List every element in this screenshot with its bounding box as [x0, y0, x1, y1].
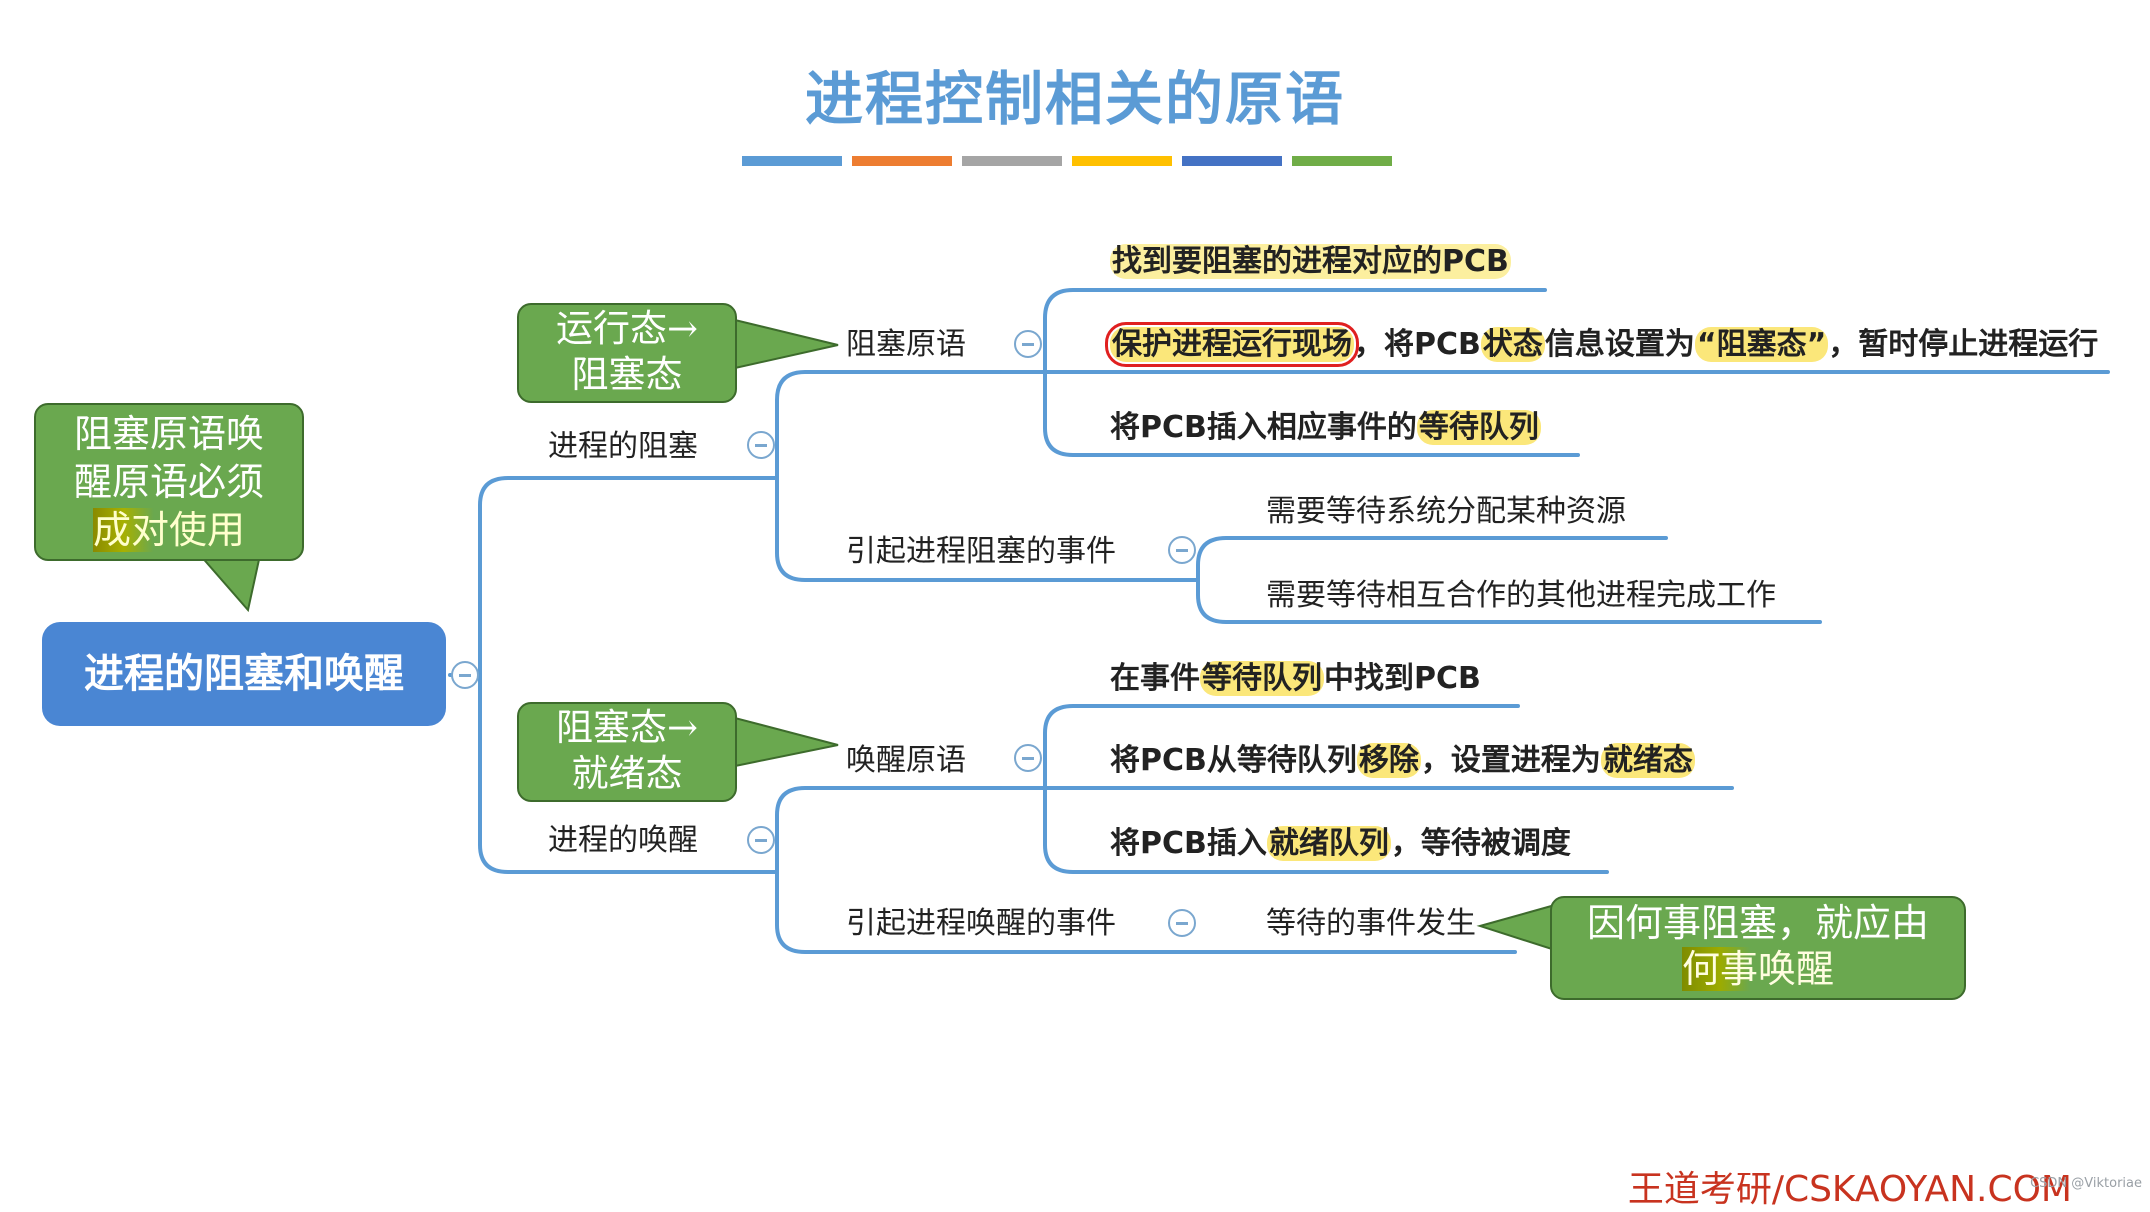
color-bar-6	[1292, 156, 1392, 166]
page-title: 进程控制相关的原语	[804, 65, 1345, 133]
block-step-3[interactable]: 将PCB插入相应事件的等待队列	[1110, 410, 1541, 445]
block-state-text: 运行态→ 阻塞态	[555, 307, 698, 396]
wake-collapse-icon[interactable]	[747, 826, 775, 854]
protect-context-highlight: 保护进程运行现场	[1105, 322, 1359, 367]
wake-step-1[interactable]: 在事件等待队列中找到PCB	[1110, 661, 1481, 696]
block-events-collapse-icon[interactable]	[1168, 536, 1196, 564]
wake-state-bubble	[517, 702, 737, 802]
color-bar-4	[1072, 156, 1172, 166]
block-step-2[interactable]: 保护进程运行现场，将PCB状态信息设置为“阻塞态”，暂时停止进程运行	[1105, 322, 2099, 367]
wake-step-2[interactable]: 将PCB从等待队列移除，设置进程为就绪态	[1110, 743, 1695, 778]
watermark-small: CSDN @Viktoriae	[2030, 1176, 2142, 1191]
color-bar-1	[742, 156, 842, 166]
block-event-2[interactable]: 需要等待相互合作的其他进程完成工作	[1266, 578, 1776, 613]
watermark: 王道考研/CSKAOYAN.COM	[1627, 1169, 2072, 1210]
wake-primitive[interactable]: 唤醒原语	[846, 743, 966, 778]
event-note-text: 因何事阻塞，就应由 何事唤醒	[1586, 901, 1929, 991]
branch-block[interactable]: 进程的阻塞	[548, 429, 698, 464]
block-events[interactable]: 引起进程阻塞的事件	[846, 534, 1116, 569]
wake-events-collapse-icon[interactable]	[1168, 909, 1196, 937]
block-state-bubble	[517, 303, 737, 403]
block-step-1[interactable]: 找到要阻塞的进程对应的PCB	[1110, 244, 1511, 279]
wake-state-text: 阻塞态→ 就绪态	[555, 706, 698, 795]
branch-wake[interactable]: 进程的唤醒	[548, 823, 698, 858]
block-primitive[interactable]: 阻塞原语	[846, 327, 966, 362]
color-bar-3	[962, 156, 1062, 166]
root-collapse-icon[interactable]	[451, 661, 479, 689]
root-node[interactable]: 进程的阻塞和唤醒	[42, 622, 446, 726]
wake-primitive-collapse-icon[interactable]	[1014, 744, 1042, 772]
color-bar-2	[852, 156, 952, 166]
block-event-1[interactable]: 需要等待系统分配某种资源	[1266, 494, 1626, 529]
pair-note-text: 阻塞原语唤 醒原语必须 成对使用	[73, 412, 264, 552]
block-collapse-icon[interactable]	[747, 431, 775, 459]
wake-events[interactable]: 引起进程唤醒的事件	[846, 906, 1116, 941]
color-bar-5	[1182, 156, 1282, 166]
wake-step-3[interactable]: 将PCB插入就绪队列，等待被调度	[1110, 826, 1571, 861]
wake-event-1[interactable]: 等待的事件发生	[1266, 906, 1476, 941]
block-primitive-collapse-icon[interactable]	[1014, 330, 1042, 358]
